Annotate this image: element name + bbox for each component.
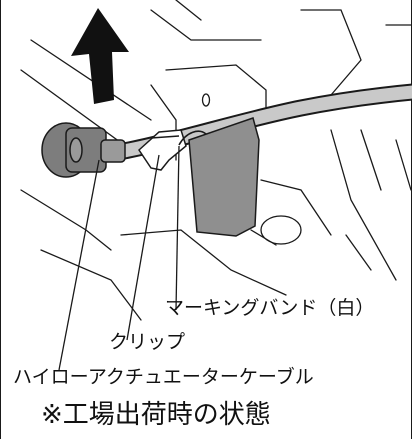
marking-band [188, 117, 260, 237]
clip-label: クリップ [109, 331, 186, 353]
clip [138, 129, 187, 171]
cable-connector [41, 122, 126, 178]
cable-label: ハイローアクチュエーターケーブル [13, 366, 314, 388]
marking-band-label: マーキングバンド（白） [165, 297, 375, 319]
factory-default-note: ※工場出荷時の状態 [41, 400, 271, 430]
up-arrow-icon [71, 8, 129, 104]
frame-structure [20, 0, 412, 321]
leader-lines [58, 145, 180, 371]
